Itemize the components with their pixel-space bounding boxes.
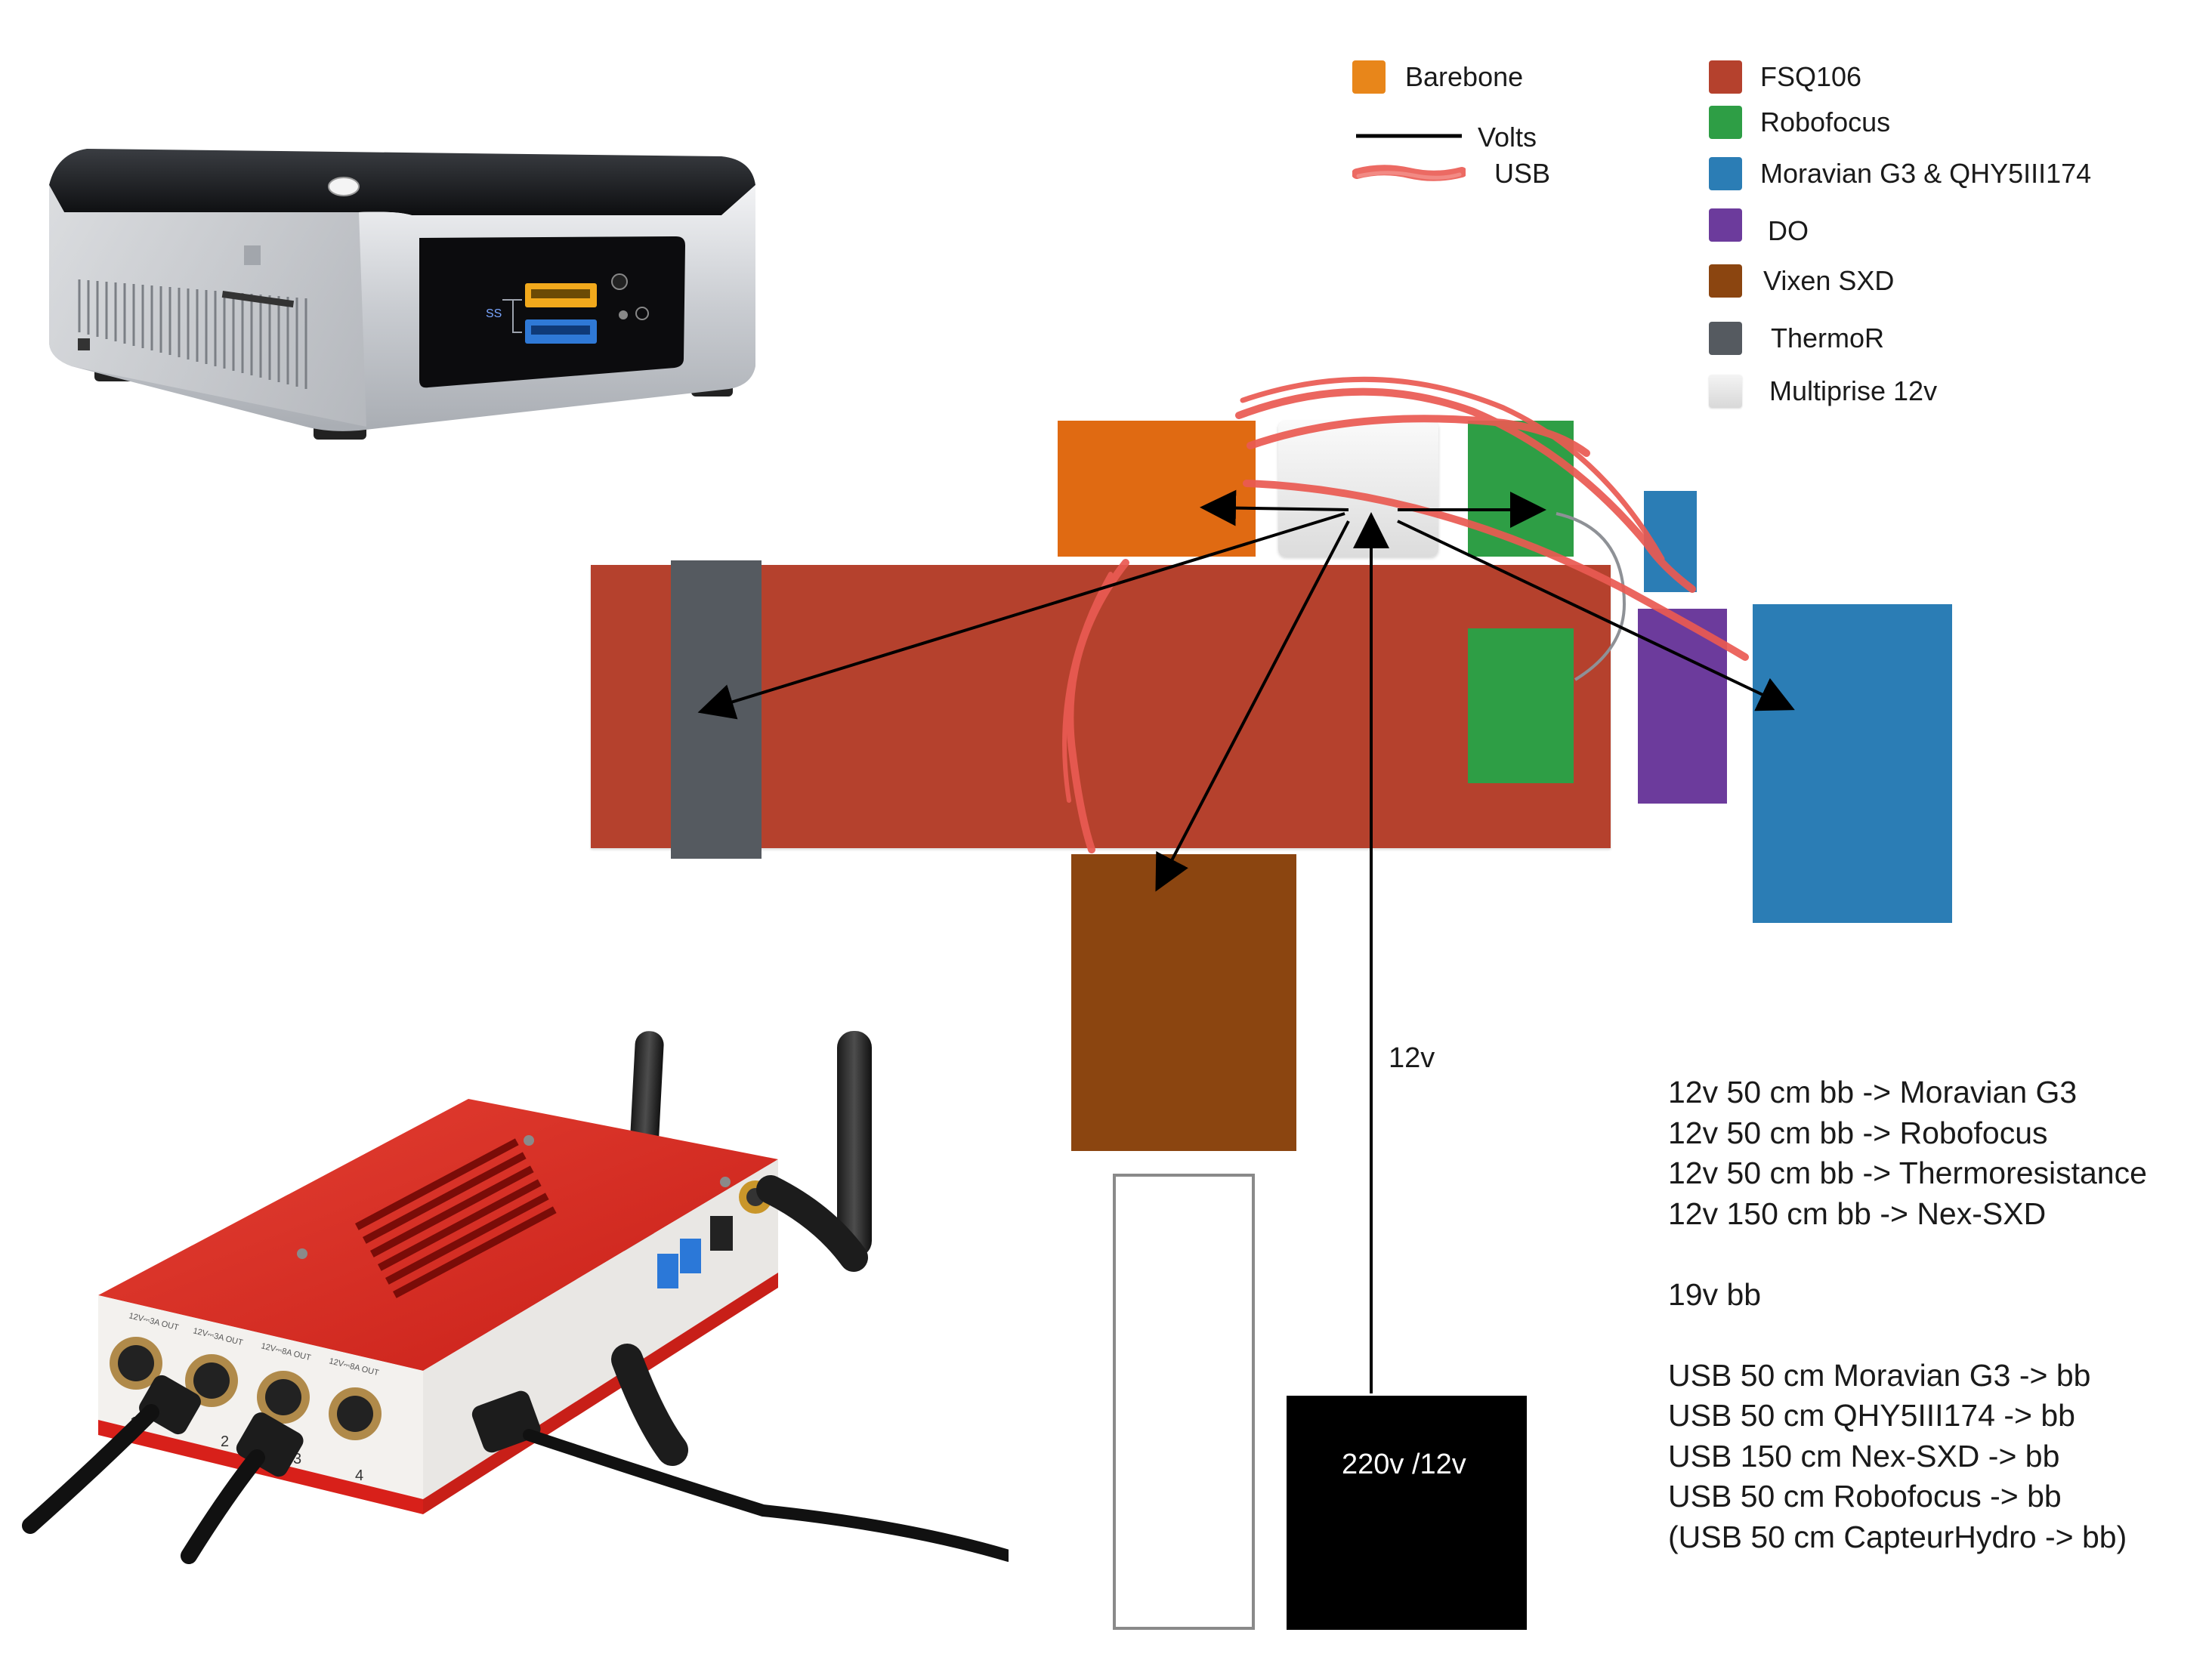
note-volt-1: 12v 50 cm bb -> Moravian G3 — [1668, 1075, 2078, 1109]
volt-to-thermor — [697, 512, 1345, 720]
note-usb-4: USB 50 cm Robofocus -> bb — [1668, 1479, 2062, 1514]
legend-label-thermor: ThermoR — [1771, 322, 1885, 353]
legend-swatch-barebone — [1352, 60, 1386, 94]
power-supply-label: 220v /12v — [1342, 1449, 1466, 1480]
moravian-block — [1753, 604, 1952, 923]
usb-cable-4 — [1243, 480, 1749, 661]
port-number-4: 4 — [355, 1467, 363, 1484]
legend-label-volts: Volts — [1478, 122, 1537, 153]
power-box-image: 12V⎓3A OUT 12V⎓3A OUT 12V⎓8A OUT 12V⎓8A … — [22, 1031, 1009, 1564]
note-usb-5: (USB 50 cm CapteurHydro -> bb) — [1668, 1519, 2127, 1554]
note-volt-3: 12v 50 cm bb -> Thermoresistance — [1668, 1156, 2147, 1190]
legend-swatch-fsq106 — [1709, 60, 1742, 94]
usb-cable-5 — [1066, 559, 1129, 853]
legend-label-moravian: Moravian G3 & QHY5III174 — [1760, 158, 2092, 189]
legend-swatch-vixen — [1709, 264, 1742, 298]
robofocus-block-upper — [1468, 421, 1574, 557]
mini-pc-image: SS — [49, 149, 755, 440]
port-number-3: 3 — [293, 1451, 301, 1467]
legend-swatch-multiprise — [1709, 375, 1742, 408]
legend-line-usb — [1352, 165, 1466, 181]
note-usb-2: USB 50 cm QHY5III174 -> bb — [1668, 1398, 2075, 1433]
cable-notes: 12v 50 cm bb -> Moravian G3 12v 50 cm bb… — [1668, 1072, 2147, 1557]
legend-label-do: DO — [1768, 215, 1809, 246]
legend-label-vixen: Vixen SXD — [1763, 265, 1895, 296]
note-volt-2: 12v 50 cm bb -> Robofocus — [1668, 1115, 2048, 1150]
legend-label-robofocus: Robofocus — [1760, 106, 1891, 137]
usb-badge-text: SS — [486, 307, 502, 320]
volt-to-barebone — [1200, 489, 1349, 526]
legend-swatch-thermor — [1709, 322, 1742, 355]
legend-label-barebone: Barebone — [1405, 61, 1524, 92]
note-volt-4: 12v 150 cm bb -> Nex-SXD — [1668, 1196, 2047, 1231]
note-bb: 19v bb — [1668, 1276, 1762, 1312]
power-supply-block — [1287, 1396, 1527, 1630]
legend-label-multiprise: Multiprise 12v — [1769, 375, 1938, 406]
legend-label-fsq106: FSQ106 — [1760, 61, 1862, 92]
usb-cable-2 — [1240, 376, 1665, 562]
empty-outline-box — [1113, 1174, 1255, 1630]
legend-swatch-moravian — [1709, 157, 1742, 190]
legend-line-volts — [1356, 134, 1462, 138]
note-usb-3: USB 150 cm Nex-SXD -> bb — [1668, 1438, 2060, 1473]
robofocus-cable — [1556, 512, 1627, 681]
legend-swatch-robofocus — [1709, 106, 1742, 139]
legend-swatch-do — [1709, 208, 1742, 242]
usb-cable-6 — [1062, 572, 1113, 803]
usb-cable-1 — [1235, 387, 1696, 593]
volt-to-moravian — [1397, 520, 1795, 711]
note-usb-1: USB 50 cm Moravian G3 -> bb — [1668, 1357, 2091, 1393]
usb-cable-3 — [1247, 415, 1590, 457]
power-line-label: 12v — [1389, 1042, 1435, 1074]
port-number-2: 2 — [221, 1433, 229, 1450]
volt-to-vixen — [1155, 520, 1350, 892]
vixen-block — [1071, 854, 1296, 1151]
barebone-block — [1058, 421, 1256, 557]
robofocus-block-lower — [1468, 628, 1574, 783]
legend-label-usb: USB — [1494, 158, 1551, 189]
